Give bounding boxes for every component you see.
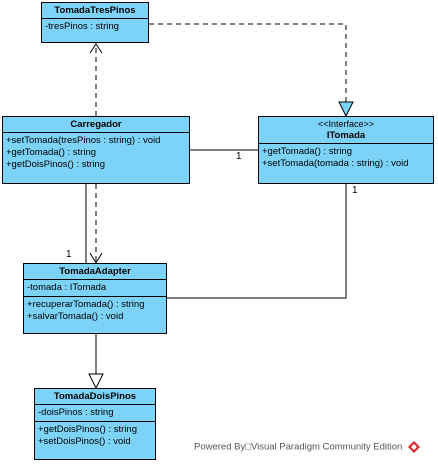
operations-section: +recuperarTomada() : string +salvarTomad… bbox=[24, 296, 166, 325]
class-tomada-dois-pinos[interactable]: TomadaDoisPinos -doisPinos : string +get… bbox=[34, 388, 156, 460]
class-name: TomadaAdapter bbox=[59, 266, 131, 277]
realization-trespinos-itomada bbox=[149, 23, 347, 102]
footer-text: Powered By□Visual Paradigm Community Edi… bbox=[194, 441, 403, 453]
operation-row: +getDoisPinos() : string bbox=[6, 159, 105, 170]
multiplicity-itomada-adapter: 1 bbox=[352, 185, 358, 196]
multiplicity-adapter-carregador: 1 bbox=[66, 249, 72, 260]
class-tomada-tres-pinos[interactable]: TomadaTresPinos -tresPinos : string bbox=[41, 2, 149, 43]
generalization-arrowhead-doispinos bbox=[88, 373, 104, 390]
class-name: TomadaTresPinos bbox=[54, 5, 136, 16]
stereotype-label: <<Interface>> bbox=[317, 119, 375, 129]
realization-arrowhead-itomada bbox=[338, 101, 354, 118]
class-tomada-adapter[interactable]: TomadaAdapter -tomada : ITomada +recuper… bbox=[23, 263, 167, 334]
operation-row: +getTomada() : string bbox=[6, 147, 97, 158]
class-name: Carregador bbox=[70, 119, 122, 130]
class-carregador[interactable]: Carregador +setTomada(tresPinos : string… bbox=[2, 116, 190, 184]
association-itomada-adapter bbox=[167, 184, 347, 299]
operation-row: +recuperarTomada() : string bbox=[27, 299, 145, 310]
attributes-section: -doisPinos : string bbox=[35, 404, 155, 421]
operations-section: +getDoisPinos() : string +setDoisPinos()… bbox=[35, 421, 155, 450]
attribute-row: -tomada : ITomada bbox=[27, 282, 107, 293]
operations-section: +setTomada(tresPinos : string) : void +g… bbox=[3, 132, 189, 173]
operation-row: +setTomada(tresPinos : string) : void bbox=[6, 135, 161, 146]
class-name: TomadaDoisPinos bbox=[53, 391, 137, 402]
operation-row: +getDoisPinos() : string bbox=[38, 424, 137, 435]
attribute-row: -doisPinos : string bbox=[38, 407, 114, 418]
attribute-row: -tresPinos : string bbox=[45, 21, 119, 32]
operation-row: +setTomada(tomada : string) : void bbox=[262, 158, 409, 169]
multiplicity-carregador-itomada: 1 bbox=[236, 151, 242, 162]
attributes-section: -tresPinos : string bbox=[42, 18, 148, 35]
class-name: ITomada bbox=[326, 130, 366, 141]
dependency-arrowhead-trespinos bbox=[89, 43, 103, 54]
class-itomada[interactable]: <<Interface>> ITomada +getTomada() : str… bbox=[258, 116, 434, 184]
visual-paradigm-logo-icon bbox=[407, 441, 420, 453]
operation-row: +getTomada() : string bbox=[262, 146, 353, 157]
attributes-section: -tomada : ITomada bbox=[24, 279, 166, 296]
operation-row: +setDoisPinos() : void bbox=[38, 436, 131, 447]
operations-section: +getTomada() : string +setTomada(tomada … bbox=[259, 143, 433, 172]
operation-row: +salvarTomada() : void bbox=[27, 311, 124, 322]
powered-by-footer: Powered By□Visual Paradigm Community Edi… bbox=[194, 441, 420, 453]
